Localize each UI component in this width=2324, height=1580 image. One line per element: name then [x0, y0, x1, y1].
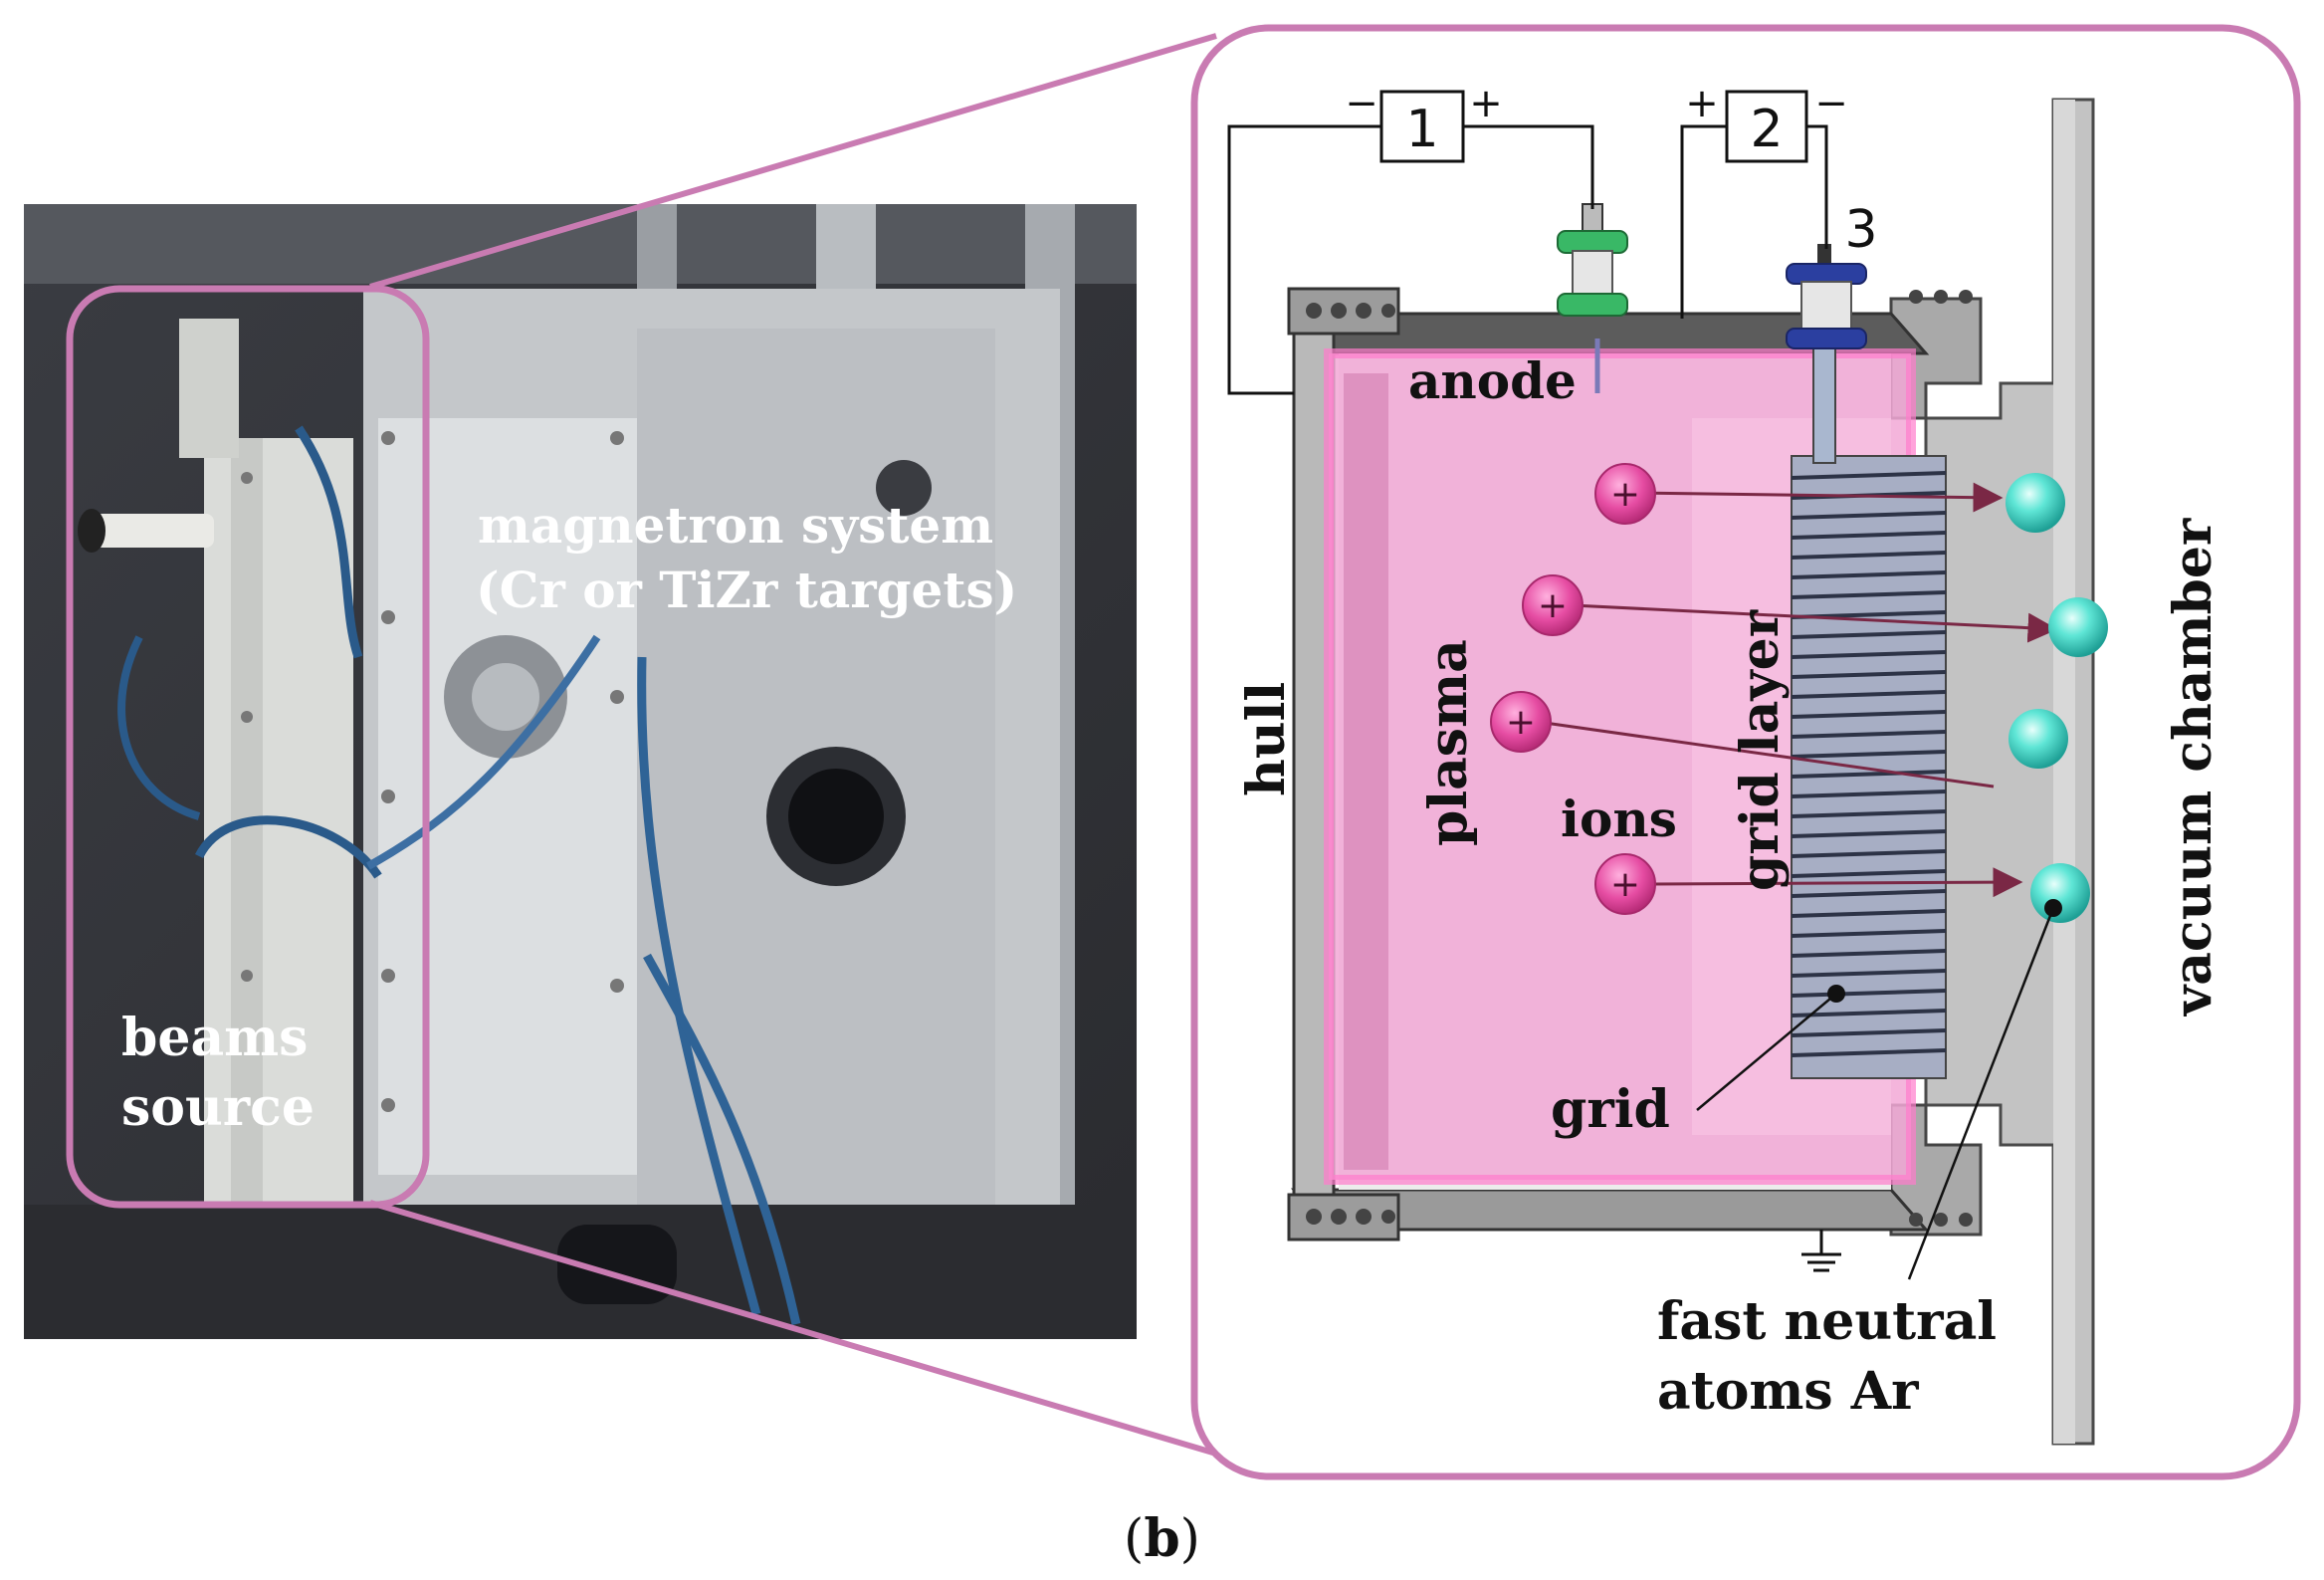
grid-feedthrough-3: [1786, 244, 1867, 349]
power-supply-2: [1725, 90, 1808, 163]
caption-open-paren: (: [1124, 1509, 1145, 1569]
ion-plus-sign: +: [1506, 702, 1536, 743]
power-supply-2-minus: −: [1814, 81, 1848, 126]
power-supply-2-number: 2: [1750, 100, 1783, 159]
grid-leader-line: [1696, 993, 1837, 1111]
magnetron-label-line1: magnetron system: [478, 496, 993, 555]
ion-particle: [1522, 574, 1584, 636]
ions-label: ions: [1561, 790, 1677, 848]
grid-layer-label: grid layer: [1730, 609, 1791, 891]
ion-plus-sign: +: [1610, 474, 1640, 515]
vacuum-chamber-label: vacuum chamber: [2163, 518, 2223, 1016]
caption-close-paren: ): [1179, 1509, 1200, 1569]
power-supply-1-plus: +: [1469, 81, 1503, 126]
power-supply-1-minus: −: [1345, 81, 1378, 126]
vacuum-chamber-wall: [1924, 98, 2095, 1446]
power-supply-1: [1379, 90, 1465, 163]
fast-neutral-label-line1: fast neutral: [1657, 1291, 1997, 1352]
ion-particle: [1594, 853, 1656, 915]
beams-source-highlight: [66, 285, 430, 1209]
ion-plus-sign: +: [1538, 585, 1568, 626]
anode-feedthrough: [1557, 203, 1628, 393]
atom-pointer-dot: [2044, 899, 2062, 917]
magnetron-label-line2: (Cr or TiZr targets): [476, 561, 1017, 619]
neutral-atom: [2030, 863, 2090, 923]
grid-pointer-dot: [1827, 985, 1845, 1003]
zoom-line-bottom: [369, 1200, 1217, 1457]
atoms-leader-line: [1907, 907, 2055, 1280]
grid-label: grid: [1551, 1079, 1670, 1140]
caption-letter: b: [1144, 1508, 1180, 1569]
grid-structure: [1791, 338, 1947, 1079]
ion-trajectory-4: [1651, 867, 2023, 898]
ion-trajectory-2: [1572, 603, 2058, 643]
ion-particle: [1594, 463, 1656, 525]
anode-label: anode: [1408, 351, 1577, 410]
circuit-wiring: [1227, 124, 1841, 1272]
ions: [1490, 463, 1656, 915]
fast-neutral-label-line2: atoms Ar: [1657, 1361, 1919, 1422]
beams-source-label-line2: source: [121, 1077, 315, 1138]
plasma-label: plasma: [1418, 639, 1479, 846]
neutral-atom: [2006, 473, 2065, 533]
figure-caption: (b): [0, 1508, 2324, 1569]
neutral-atom: [2048, 597, 2108, 657]
ion-trajectory-3: [1537, 720, 1995, 789]
power-supply-1-number: 1: [1405, 100, 1438, 159]
ion-source-diagram: + + + +: [1227, 90, 2108, 1446]
hull-label: hull: [1236, 682, 1297, 796]
insulator-3-number: 3: [1844, 200, 1877, 260]
equipment-photo: [24, 204, 1137, 1339]
neutral-atom: [2008, 709, 2068, 769]
zoom-line-top: [369, 33, 1217, 290]
ion-trajectory-1: [1631, 482, 2004, 513]
beams-source-label-line1: beams: [121, 1008, 308, 1068]
ion-particle: [1490, 691, 1552, 753]
power-supply-2-plus: +: [1685, 81, 1719, 126]
ion-plus-sign: +: [1610, 864, 1640, 905]
